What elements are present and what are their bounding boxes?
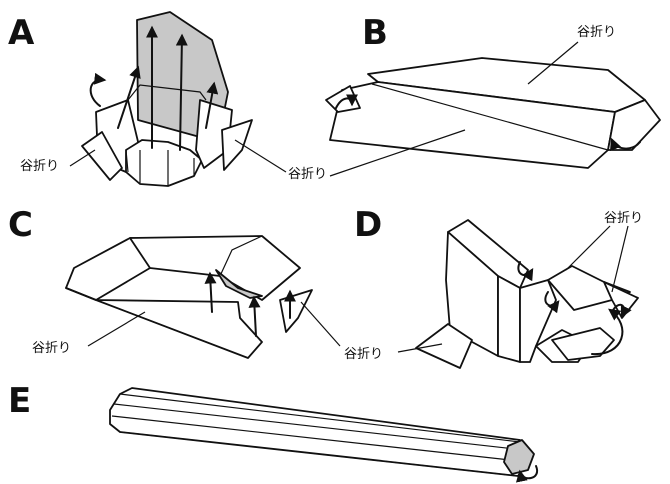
panel-b-letter: B xyxy=(362,13,388,53)
panel-c: C 谷折り xyxy=(8,205,341,359)
panel-c-figure xyxy=(65,235,313,359)
panel-e: E xyxy=(8,381,539,483)
panel-a-figure xyxy=(81,11,253,187)
panel-b-figure xyxy=(325,57,661,169)
panel-e-letter: E xyxy=(8,381,31,421)
panel-d-figure xyxy=(415,219,639,369)
panel-d: D 谷折り 谷折り xyxy=(344,205,643,369)
panel-a-letter: A xyxy=(8,13,35,53)
panel-b-fold-label-bottom: 谷折り xyxy=(288,167,327,182)
panel-b: B 谷折り 谷折り xyxy=(234,13,661,182)
panel-c-letter: C xyxy=(8,205,33,245)
panel-a-fold-label: 谷折り xyxy=(20,159,59,174)
panel-d-fold-label-top: 谷折り xyxy=(604,211,643,226)
panel-b-fold-label-top: 谷折り xyxy=(577,25,616,40)
panel-c-fold-label: 谷折り xyxy=(32,341,71,356)
panel-d-letter: D xyxy=(354,205,382,245)
panel-a: A 谷折り xyxy=(8,11,253,187)
panel-d-fold-label-bottom: 谷折り xyxy=(344,347,383,362)
panel-e-figure xyxy=(109,387,539,483)
